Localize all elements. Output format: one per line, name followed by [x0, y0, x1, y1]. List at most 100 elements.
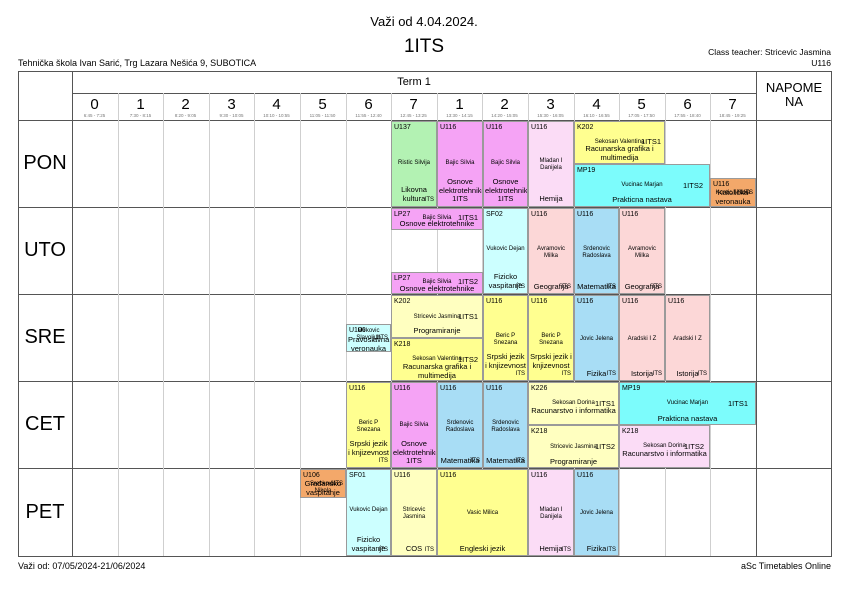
lesson-room: K226 [531, 385, 548, 392]
lesson-group: ITS [515, 371, 525, 377]
period-time: 17:05 - 17:50 [628, 113, 655, 118]
lesson-card[interactable]: U116 Beric P Snezana Srpski jezik i knji… [346, 382, 391, 468]
lesson-card[interactable]: K226 Sekosan Dorina 1ITS1 Racunarstvo i … [528, 382, 619, 425]
lesson-subject: Srpski jezik i knjizevnost [530, 352, 572, 370]
lesson-group: ITS [652, 371, 662, 377]
lesson-class: 1ITS1 [458, 213, 479, 222]
lesson-card[interactable]: U106 Sreckovic Nikola 1ITS Građansko vas… [300, 469, 346, 498]
lesson-card[interactable]: U116 Jovic Jelena Fizika ITS [574, 469, 619, 556]
lesson-card[interactable]: U116 Stricevic Jasmina COS ITS [391, 469, 437, 556]
lesson-card[interactable]: U116 Jovic Jelena Fizika ITS [574, 295, 619, 381]
lesson-card[interactable]: U116 Aradski I Z Istorija ITS [619, 295, 665, 381]
lesson-class: 1ITS2 [684, 442, 705, 451]
period-number: 7 [409, 96, 418, 113]
lesson-teacher: Sekosan Valentina [594, 139, 645, 145]
lesson-subject: Matematika [486, 456, 525, 465]
lesson-card[interactable]: SF02 Vukovic Dejan Fizicko vaspitanje IT… [483, 208, 528, 294]
lesson-group: ITS [606, 547, 616, 553]
lesson-teacher: Vucinac Marjan [621, 182, 663, 188]
lesson-room: U116 [486, 124, 503, 131]
lesson-subject: Fizika [586, 544, 607, 553]
lesson-class: 1ITS [740, 190, 753, 196]
period-time: 12:45 - 13:25 [400, 113, 427, 118]
lesson-teacher: Aradski I Z [673, 336, 702, 342]
lesson-class: 1ITS [375, 335, 388, 341]
lesson-card[interactable]: U116 Srdenovic Radoslava Matematika ITS [574, 208, 619, 294]
lesson-card[interactable]: U116 Avramovic Milka Geografija ITS [619, 208, 665, 294]
lesson-card[interactable]: U116 Bajic Silvia Osnove elektrotehnike … [391, 382, 437, 468]
lesson-group: ITS [561, 547, 571, 553]
lesson-card[interactable]: U116 Aradski I Z Istorija ITS [665, 295, 710, 381]
lesson-card[interactable]: MP19 Vucinac Marjan 1ITS1 Prakticna nast… [619, 382, 756, 425]
lesson-card[interactable]: U116 Srdenovic Radoslava Matematika ITS [437, 382, 483, 468]
lesson-room: U137 [394, 124, 411, 131]
lesson-card[interactable]: U116 Bajic Silvia Osnove elektrotehnike … [437, 121, 483, 207]
lesson-room: SF02 [486, 211, 503, 218]
lesson-card[interactable]: MP19 Vucinac Marjan 1ITS2 Prakticna nast… [574, 164, 710, 207]
lesson-teacher: Vasic Milica [466, 510, 499, 516]
lesson-teacher: Stricevic Jasmina [550, 444, 597, 450]
lesson-card[interactable]: U116 Srdenovic Radoslava Matematika ITS [483, 382, 528, 468]
lesson-subject: Osnove elektrotehnike [399, 284, 475, 293]
lesson-card[interactable]: U137 Ristic Silvija Likovna kultura ITS [391, 121, 437, 207]
lesson-room: U116 [622, 298, 639, 305]
lesson-teacher: Beric P Snezana [356, 420, 381, 433]
lesson-class: 1ITS [330, 481, 343, 487]
grid-column-line [118, 93, 119, 556]
lesson-room: U116 [394, 385, 411, 392]
lesson-subject: Osnove elektrotehnike 1ITS [439, 177, 483, 203]
lesson-group: ITS [424, 547, 434, 553]
lesson-group: ITS [515, 458, 525, 464]
lesson-card[interactable]: K218 Stricevic Jasmina 1ITS2 Programiran… [528, 425, 619, 468]
lesson-room: U116 [668, 298, 685, 305]
lesson-teacher: Sreckovic Nikola [309, 481, 336, 494]
lesson-class: 1ITS1 [458, 312, 479, 321]
lesson-subject: Istorija [630, 369, 654, 378]
lesson-teacher: Mirkovic Slavoljub [356, 328, 381, 341]
napomene-line-2: NA [784, 94, 804, 109]
lesson-card[interactable]: U116 Avramovic Milka Geografija ITS [528, 208, 574, 294]
lesson-card[interactable]: U116 Mladan I Danijela Hemija ITS [528, 469, 574, 556]
napomene-header: NAPOME NA [757, 81, 831, 109]
lesson-card[interactable]: U106 Mirkovic Slavoljub 1ITS Pravoslavna… [346, 324, 391, 352]
lesson-group: ITS [470, 458, 480, 464]
grid-column-line [163, 93, 164, 556]
lesson-room: U116 [577, 211, 594, 218]
lesson-card[interactable]: U116 Beric P Snezana Srpski jezik i knji… [528, 295, 574, 381]
lesson-teacher: Ristic Silvija [397, 160, 430, 166]
lesson-card[interactable]: SF01 Vukovic Dejan Fizicko vaspitanje IT… [346, 469, 391, 556]
lesson-room: U116 [440, 124, 457, 131]
day-pon: PON [23, 152, 67, 174]
period-time: 10:10 - 10:55 [263, 113, 290, 118]
lesson-card[interactable]: LP27 Bajic Silvia 1ITS2 Osnove elektrote… [391, 272, 483, 294]
lesson-card[interactable]: K202 Stricevic Jasmina 1ITS1 Programiran… [391, 295, 483, 338]
lesson-room: U106 [349, 327, 366, 334]
lesson-room: MP19 [577, 167, 596, 174]
class-title: 1ITS [403, 36, 445, 57]
lesson-card[interactable]: LP27 Bajic Silvia 1ITS1 Osnove elektrote… [391, 208, 483, 230]
lesson-room: U116 [531, 298, 548, 305]
lesson-card[interactable]: U116 Mladan I Danijela Hemija [528, 121, 574, 207]
lesson-room: K202 [394, 298, 411, 305]
lesson-teacher: Srdenovic Radoslava [445, 420, 475, 433]
lesson-card[interactable]: U116 Bajic Silvia Osnove elektrotehnike … [483, 121, 528, 207]
lesson-card[interactable]: K218 Sekosan Dorina 1ITS2 Racunarstvo i … [619, 425, 710, 468]
lesson-card[interactable]: K202 Sekosan Valentina 1ITS1 Racunarska … [574, 121, 665, 164]
lesson-subject: Racunarstvo i informatika [531, 406, 616, 415]
lesson-card[interactable]: U116 Beric P Snezana Srpski jezik i knji… [483, 295, 528, 381]
lesson-card[interactable]: K218 Sekosan Valentina 1ITS2 Racunarska … [391, 338, 483, 381]
napomene-line-1: NAPOME [765, 80, 823, 95]
lesson-subject: Geografija [624, 282, 660, 291]
lesson-card[interactable]: U116 Vasic Milica Engleski jezik [437, 469, 528, 556]
grid-column-line [300, 93, 301, 556]
lesson-teacher: Srdenovic Radoslava [582, 246, 611, 259]
lesson-card[interactable]: U116 Kuntic Nikola 1ITS Katolička verona… [710, 178, 756, 207]
lesson-room: K218 [531, 428, 548, 435]
valid-date-range: Važi od: 07/05/2024-21/06/2024 [18, 561, 146, 571]
